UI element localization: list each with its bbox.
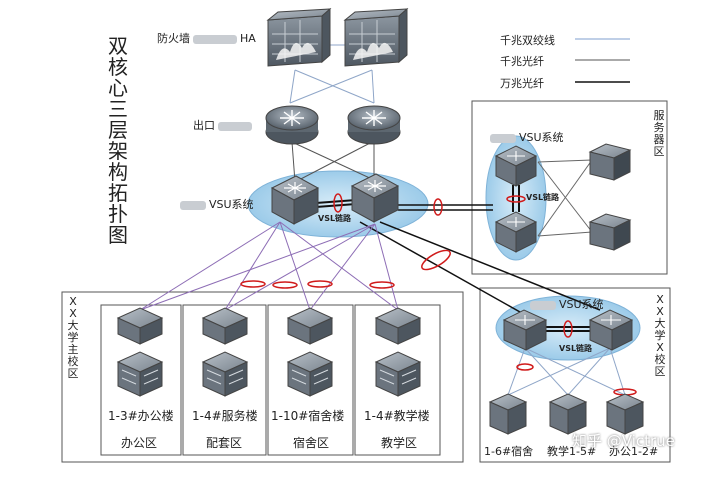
main-campus-frame [61, 291, 464, 463]
core-switch-icon [270, 175, 320, 225]
router-icon [265, 105, 319, 145]
region-char: 区 [654, 365, 666, 378]
building-label: 1-10#宿舍楼 [271, 409, 345, 423]
region-char: 务 [653, 121, 665, 134]
branch-building-label: 教学1-5# [547, 445, 597, 458]
core-building-links [139, 221, 399, 311]
branch-switch-icon [502, 309, 548, 351]
server-icon [588, 213, 632, 251]
router-core-links [291, 141, 375, 183]
region-char: 主 [67, 343, 79, 356]
core-switch-icon [350, 173, 400, 223]
region-char: X [656, 341, 664, 354]
watermark: 知乎 @Victrue [572, 432, 675, 450]
region-char: X [69, 295, 77, 308]
building-switch-stack [374, 307, 422, 397]
region-char: 器 [653, 133, 665, 146]
building-label: 1-4#服务楼 [192, 409, 258, 423]
diagram-title: 双核心三层架构拓扑图 [103, 36, 133, 246]
core-vsl-marker [333, 193, 343, 213]
fw-router-links [289, 44, 375, 104]
router-icon [347, 105, 401, 145]
area-label: 配套区 [206, 436, 243, 450]
title-char: 架 [108, 139, 128, 163]
region-char: 校 [67, 355, 79, 368]
branch-access-switch-icon [605, 393, 645, 435]
title-char: 图 [108, 223, 128, 247]
building-switch-stack [201, 307, 249, 397]
branch-building-label: 办公1-2# [609, 445, 659, 458]
title-char: 扑 [108, 202, 128, 226]
region-char: 校 [654, 353, 666, 366]
core-vsu-label: VSU系统 [177, 196, 254, 212]
server-icon [588, 143, 632, 181]
server-vsu-label: VSU系统 [487, 129, 564, 145]
building-box-3 [267, 304, 354, 456]
building-switch-stack [286, 307, 334, 397]
building-box-1 [100, 304, 182, 456]
branch-building-links [507, 347, 626, 396]
region-char: 大 [67, 319, 79, 332]
building-label: 1-3#办公楼 [108, 409, 174, 423]
server-switch-icon [494, 145, 538, 187]
region-char: 学 [67, 331, 79, 344]
branch-campus-frame [479, 287, 671, 463]
core-branch-link [359, 221, 521, 313]
branch-switch-icon [588, 309, 634, 351]
area-label: 办公区 [121, 436, 158, 450]
area-label: 宿舍区 [293, 436, 330, 450]
region-char: X [69, 307, 77, 320]
server-switch-icon [494, 211, 538, 253]
link-aggregation-markers [240, 280, 395, 289]
branch-access-switch-icon [488, 393, 528, 435]
building-label: 1-4#教学楼 [364, 409, 430, 423]
legend-label-gigabit-fiber: 千兆光纤 [500, 55, 544, 68]
region-char: 区 [67, 367, 79, 380]
core-vsl-link [315, 199, 357, 204]
title-char: 心 [108, 76, 128, 100]
server-area-frame [471, 100, 668, 275]
legend-label-twisted-pair: 千兆双绞线 [500, 34, 555, 47]
branch-vsl-label: VSL链路 [559, 344, 593, 353]
region-char: 服 [653, 109, 665, 122]
server-links [537, 159, 593, 237]
server-vsl-label: VSL链路 [526, 193, 560, 202]
redacted-text [490, 133, 516, 143]
egress-label: 出口 [193, 117, 255, 133]
branch-vsu-label: VSU系统 [527, 296, 604, 312]
firewall-icon [343, 7, 409, 67]
region-char: 学 [654, 329, 666, 342]
server-area-label: 服务器区 [652, 110, 666, 158]
redacted-text [193, 34, 237, 44]
title-char: 构 [108, 160, 128, 184]
branch-access-switch-icon [548, 393, 588, 435]
title-char: 核 [108, 55, 128, 79]
building-box-2 [182, 304, 267, 456]
redacted-text [530, 300, 556, 310]
region-char: 区 [653, 145, 665, 158]
title-char: 层 [108, 118, 128, 142]
building-switch-stack [116, 307, 164, 397]
title-char: 三 [108, 97, 128, 121]
redacted-text [218, 121, 252, 131]
firewall-icon [266, 7, 332, 67]
region-char: X [656, 305, 664, 318]
title-char: 拓 [108, 181, 128, 205]
legend-label-10g-fiber: 万兆光纤 [500, 77, 544, 90]
core-vsl-label: VSL链路 [318, 214, 352, 223]
building-box-4 [354, 304, 441, 456]
region-char: X [656, 293, 664, 306]
title-char: 双 [108, 34, 128, 58]
branch-building-label: 1-6#宿舍 [484, 445, 534, 458]
area-label: 教学区 [381, 436, 418, 450]
redacted-text [180, 200, 206, 210]
region-char: 大 [654, 317, 666, 330]
